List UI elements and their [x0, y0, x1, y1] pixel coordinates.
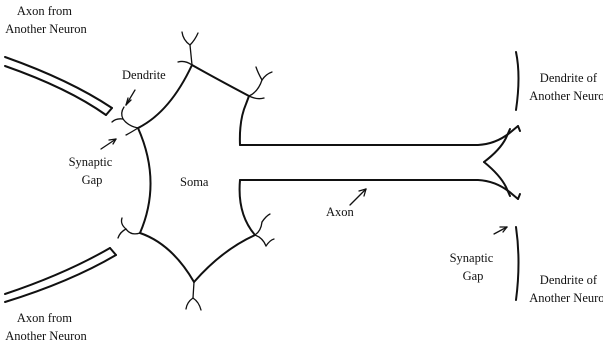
label-soma: Soma — [180, 175, 209, 189]
label-dendrite-of-bottom: Dendrite of Another Neuron — [529, 273, 603, 305]
label-synaptic-gap-left: Synaptic Gap — [69, 155, 116, 187]
soma-dendrites — [111, 31, 275, 311]
incoming-axon-bottom — [4, 247, 117, 303]
soma — [137, 64, 256, 283]
pointer-arrows — [100, 89, 508, 235]
label-synaptic-gap-right: Synaptic Gap — [450, 251, 497, 283]
incoming-axon-top — [4, 56, 113, 116]
axon — [239, 125, 521, 200]
label-axon-from-top: Axon from Another Neuron — [5, 4, 87, 36]
target-dendrites — [515, 51, 520, 301]
label-dendrite-of-top: Dendrite of Another Neuron — [529, 71, 603, 103]
label-axon: Axon — [326, 205, 355, 219]
label-axon-from-bottom: Axon from Another Neuron — [5, 311, 87, 343]
label-dendrite: Dendrite — [122, 68, 166, 82]
